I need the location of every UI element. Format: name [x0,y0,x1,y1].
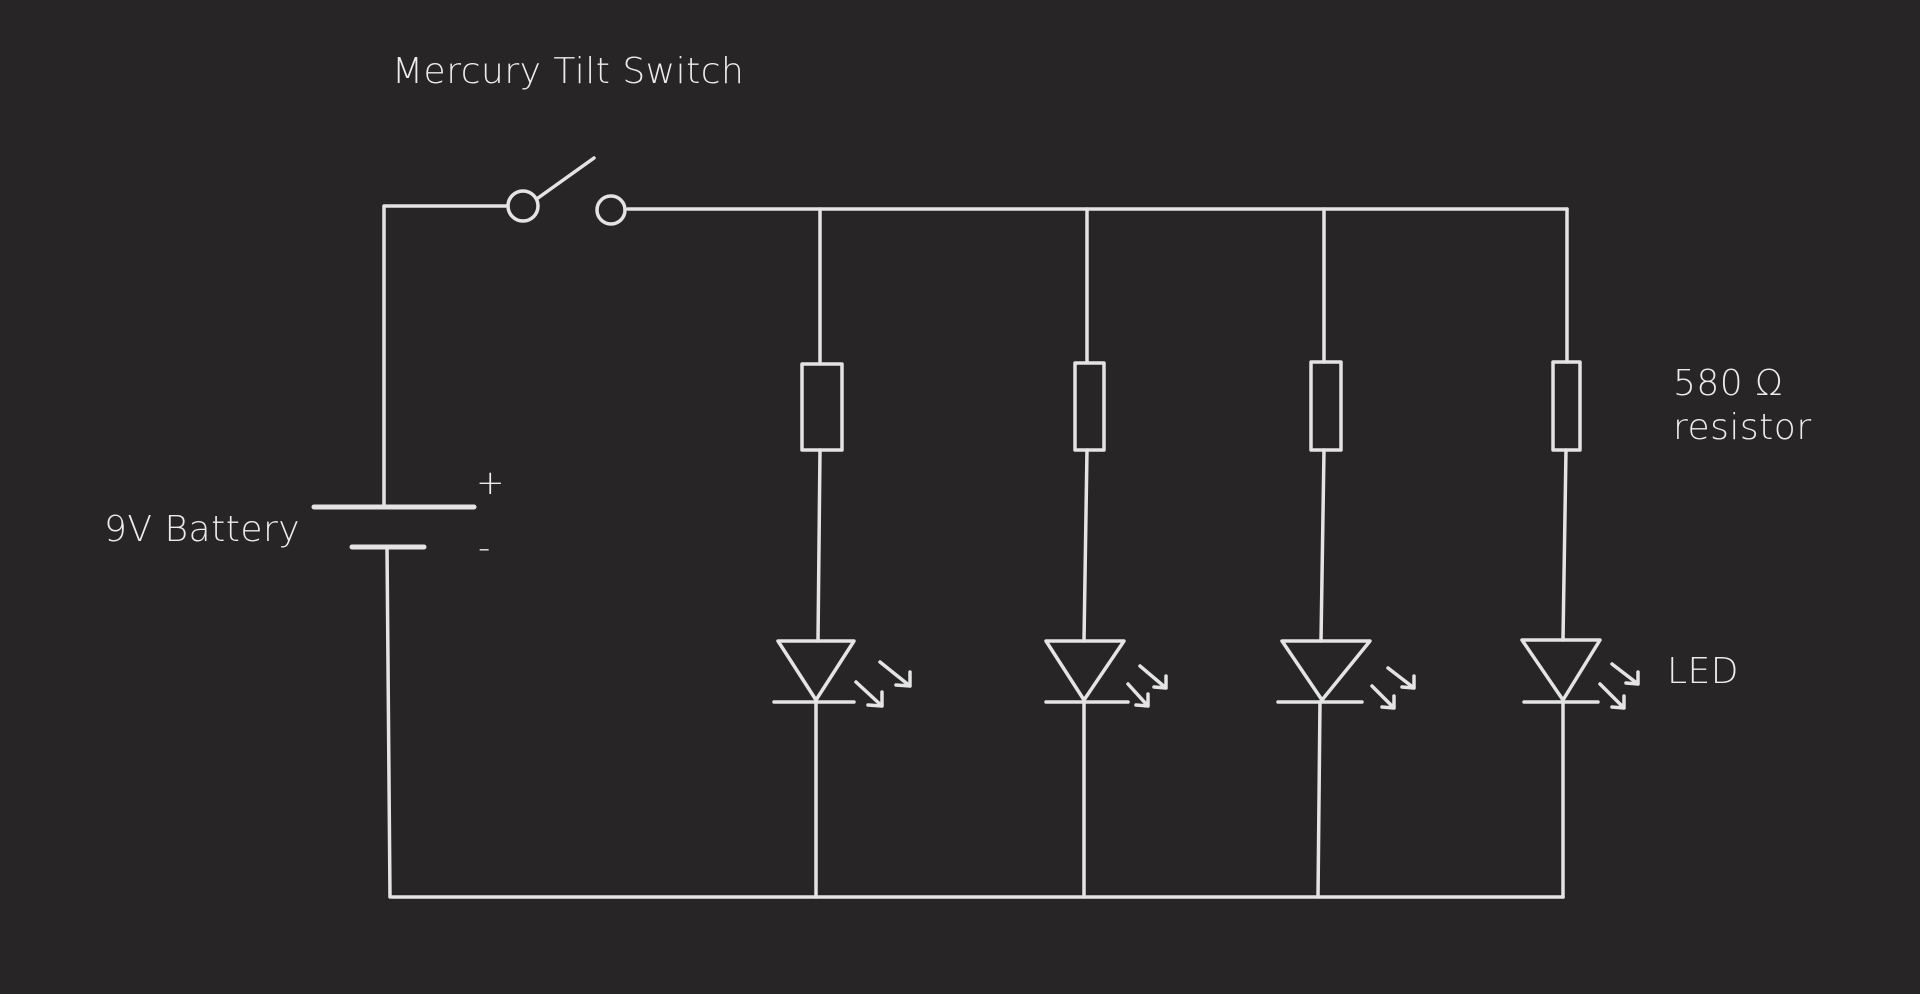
mercury-tilt-switch [506,156,627,226]
branch-wire [1561,448,1568,642]
branch-2 [1044,207,1168,899]
battery-label: 9V Battery [104,509,301,550]
resistor-symbol [1073,361,1106,452]
branch-wire [816,448,822,643]
switch-contact-right [595,194,627,226]
led-arrow [1598,682,1626,710]
switch-lever [536,156,596,200]
branch-wire [1319,448,1326,643]
led-arrow [1126,682,1150,708]
branch-wire [1082,448,1089,643]
led-triangle [1280,639,1372,702]
branch-3 [1276,207,1416,899]
main-wires [382,204,1569,899]
switch-label: Mercury Tilt Switch [392,51,745,92]
led-arrow [1370,684,1396,710]
led-triangle [776,639,856,702]
led-arrow [1138,664,1168,690]
battery-lower-wire [385,545,392,899]
led-label: LED [1667,651,1740,692]
battery-minus-sign: - [478,528,491,568]
switch-contact-left [506,189,540,223]
resistor-label: 580 Ω resistor [1673,362,1812,450]
battery-symbol [311,504,477,550]
resistor-symbol [1309,360,1343,452]
resistor-word: resistor [1673,407,1812,448]
led-triangle [1520,638,1602,702]
led-arrow [1610,662,1640,686]
left-top-wire [382,204,510,509]
resistor-symbol [1551,360,1582,452]
battery-plus-sign: + [476,463,505,503]
resistor-value: 580 Ω [1673,363,1784,404]
branch-4 [1520,360,1640,899]
led-arrow [854,680,884,708]
led-triangle [1044,639,1126,702]
led-arrow [1386,666,1416,690]
led-arrow [878,660,912,688]
resistor-symbol [800,362,844,452]
branch-1 [772,207,912,899]
branch-wire [1316,700,1322,899]
